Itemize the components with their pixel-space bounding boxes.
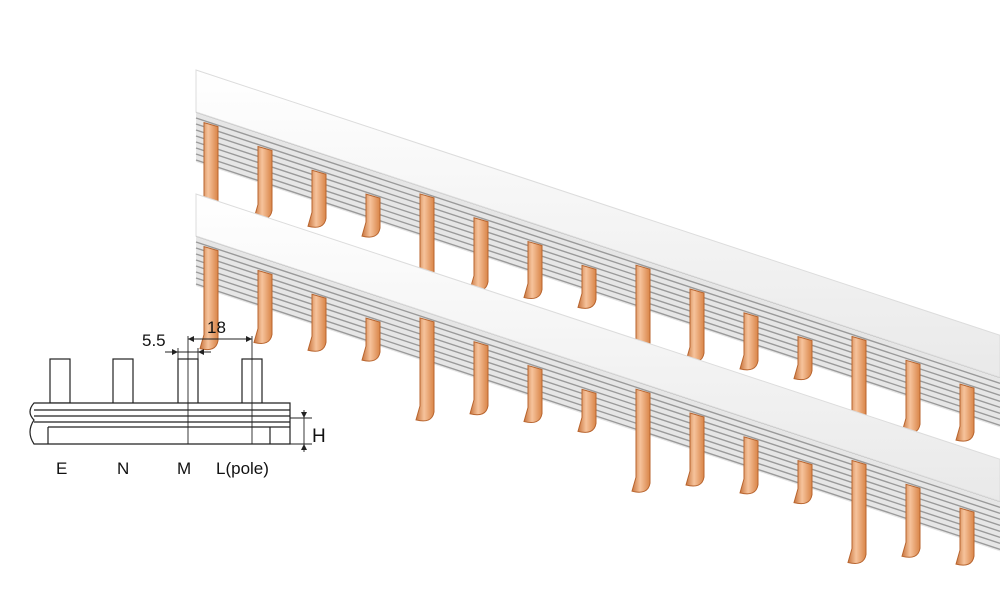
copper-pin — [253, 269, 273, 344]
strip-conductor-line — [195, 117, 1000, 384]
pin-label-m: M — [177, 459, 191, 478]
pin-label-n: N — [117, 459, 129, 478]
copper-pin — [685, 412, 705, 487]
copper-pin — [739, 436, 759, 495]
pin-e — [49, 358, 71, 404]
copper-pin — [739, 312, 759, 371]
copper-pin — [847, 459, 867, 564]
copper-pin — [793, 459, 813, 505]
pin-label-e: E — [56, 459, 67, 478]
strip-conductor-line — [195, 241, 1000, 508]
copper-pin — [901, 483, 921, 558]
copper-pin — [577, 388, 597, 433]
copper-pin — [523, 364, 543, 424]
copper-pin — [361, 317, 381, 362]
strip-insulation-cap — [195, 193, 1000, 502]
copper-pin — [307, 169, 327, 228]
copper-pin — [361, 193, 381, 238]
busbar-strip-top — [195, 69, 1000, 442]
pin-label-l: L(pole) — [216, 459, 269, 478]
copper-pin — [631, 388, 651, 493]
strip-insulation-cap — [195, 69, 1000, 378]
dim-height-label: H — [312, 426, 326, 447]
copper-pin — [523, 240, 543, 300]
copper-pin — [577, 264, 597, 309]
copper-pin — [955, 507, 975, 566]
copper-pin — [199, 245, 219, 351]
copper-pin — [793, 335, 813, 381]
copper-pin — [469, 341, 489, 416]
copper-pin — [955, 383, 975, 442]
dim-pitch-label: 18 — [207, 318, 226, 337]
copper-pin — [415, 317, 435, 422]
busbar-body-section — [29, 402, 291, 445]
copper-pin — [307, 293, 327, 352]
busbar-strip-bottom — [195, 193, 1000, 566]
dim-pin-width-label: 5.5 — [142, 331, 166, 350]
